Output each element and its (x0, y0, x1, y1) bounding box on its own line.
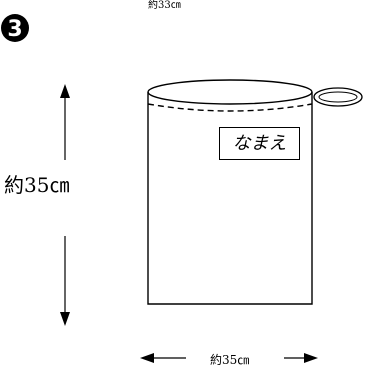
step-number-text: 3 (7, 17, 22, 42)
bag-outline (147, 92, 313, 305)
name-tag: なまえ (219, 127, 300, 160)
drawstring-loop-inner (318, 91, 358, 103)
bag-opening (147, 79, 313, 105)
width-arrow-left-head (140, 353, 154, 363)
height-arrow-down-head (60, 312, 70, 326)
step-number-circle-icon: 3 (1, 14, 29, 42)
height-label: 約35㎝ (4, 173, 70, 197)
height-arrow-up-head (60, 84, 70, 98)
step-number-badge: 3 (0, 10, 30, 46)
drawstring-loop (313, 87, 363, 107)
bottom-width-label: 約35㎝ (210, 353, 250, 367)
drawstring-casing-line (147, 103, 313, 112)
top-width-label: 約33㎝ (148, 0, 181, 11)
width-arrow-right-head (304, 353, 318, 363)
